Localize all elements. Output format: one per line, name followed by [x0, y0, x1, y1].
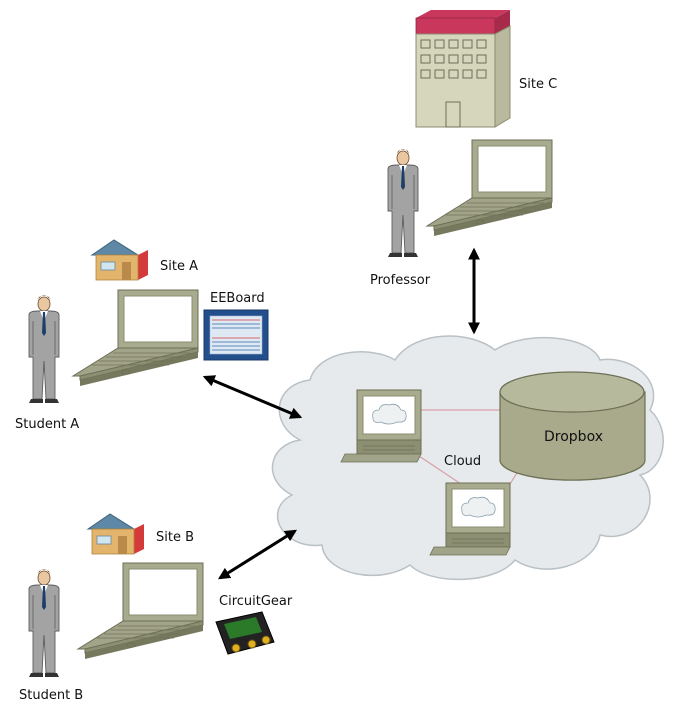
office-building-icon: [415, 10, 511, 128]
person-icon: [28, 294, 60, 404]
student-a-label: Student A: [15, 417, 79, 432]
student-b-label: Student B: [19, 688, 83, 703]
site-b-label: Site B: [156, 530, 194, 545]
person-icon: [28, 568, 60, 678]
person-icon: [387, 148, 419, 258]
laptop-icon: [72, 289, 199, 387]
dropbox-label: Dropbox: [544, 429, 603, 445]
circuit-board-icon: [203, 309, 269, 361]
arrow-site-b-cloud: [217, 529, 298, 580]
professor-label: Professor: [370, 273, 431, 288]
laptop-icon: [426, 139, 553, 237]
eeboard-label: EEBoard: [210, 291, 265, 306]
database-cylinder-icon: [499, 371, 646, 481]
site-a-label: Site A: [160, 259, 198, 274]
arrow-site-a-cloud: [202, 375, 303, 419]
house-icon: [87, 513, 145, 555]
circuitgear-label: CircuitGear: [219, 594, 293, 609]
oscilloscope-device-icon: [215, 611, 275, 655]
house-icon: [91, 239, 149, 281]
laptop-icon: [77, 562, 204, 660]
cloud-label: Cloud: [444, 454, 481, 469]
site-c-label: Site C: [519, 77, 557, 92]
